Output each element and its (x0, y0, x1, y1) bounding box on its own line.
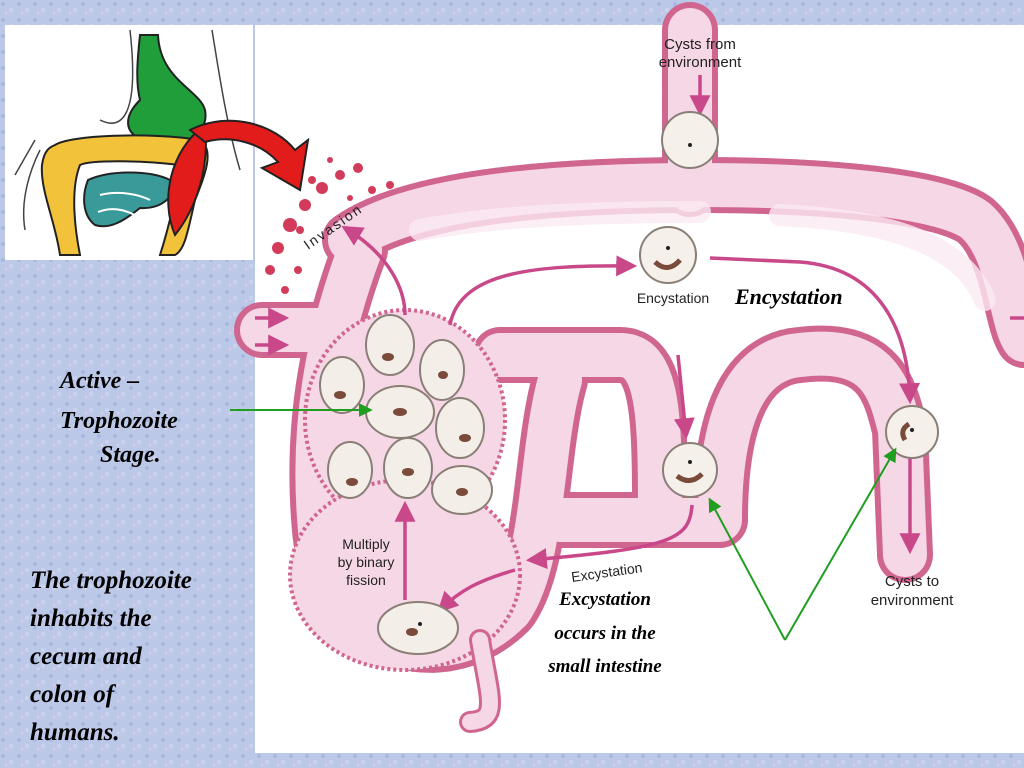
trophozoite (435, 397, 485, 459)
active-line-2: Trophozoite (60, 408, 178, 434)
cyst (661, 111, 719, 169)
cyst (639, 226, 697, 284)
label-cysts-from-2: environment (659, 54, 742, 71)
label-excystation-note-3: small intestine (547, 656, 662, 677)
invasion-cloud (265, 157, 394, 294)
flow-arrows (255, 75, 921, 613)
trophozoite (327, 441, 373, 499)
trophozoite (377, 601, 459, 655)
label-encystation-big: Encystation (734, 284, 843, 309)
trophozoite (383, 437, 433, 499)
small-intestine (83, 171, 174, 228)
habitat-line-5: humans. (30, 719, 120, 746)
active-line-1: Active – (60, 368, 140, 394)
trophozoite (365, 385, 435, 439)
habitat-line-1: The trophozoite (30, 567, 192, 594)
label-excystation-note-2: occurs in the (554, 623, 656, 644)
label-cysts-to-1: Cysts to (885, 573, 939, 590)
cyst (885, 405, 939, 459)
label-multiply-3: fission (346, 572, 386, 588)
label-multiply-1: Multiply (342, 536, 389, 552)
trophozoite (419, 339, 465, 401)
pointer-lines (230, 403, 897, 641)
red-arrow (167, 119, 310, 237)
label-multiply-2: by binary (338, 554, 395, 570)
trophozoites (319, 314, 493, 655)
label-cysts-to-2: environment (871, 592, 954, 609)
label-excystation-note-1: Excystation (558, 589, 651, 610)
active-line-3: Stage. (100, 442, 161, 468)
trophozoite (365, 314, 415, 376)
label-cysts-from-1: Cysts from (664, 36, 736, 53)
habitat-note: The trophozoite inhabits the cecum and c… (30, 562, 192, 752)
trophozoite (431, 465, 493, 515)
habitat-line-3: cecum and (30, 643, 142, 670)
cyst (662, 442, 718, 498)
habitat-line-4: colon of (30, 681, 115, 708)
anatomy-inset (5, 25, 253, 260)
active-stage-label: Active – Trophozoite Stage. (60, 364, 178, 472)
cysts (639, 111, 939, 498)
habitat-line-2: inhabits the (30, 605, 152, 632)
label-encystation-small: Encystation (637, 290, 709, 306)
trophozoite (319, 356, 365, 414)
